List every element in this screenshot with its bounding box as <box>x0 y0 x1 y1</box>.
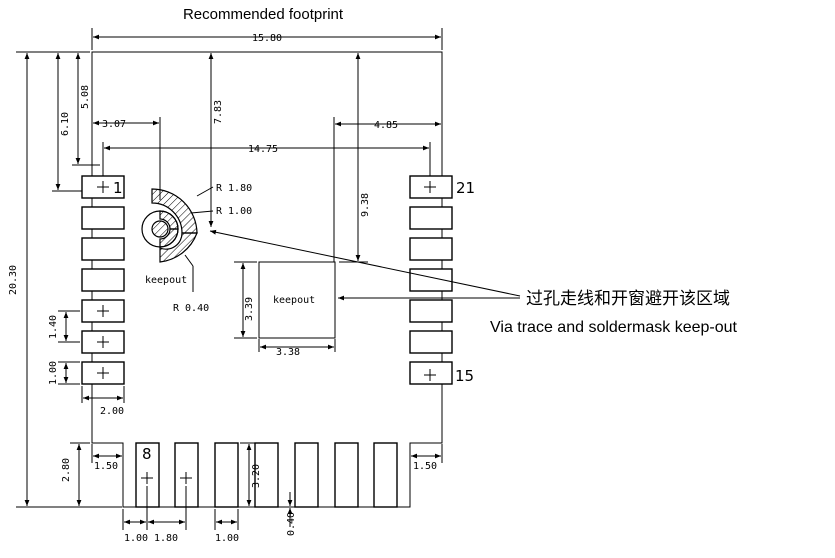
pad <box>81 237 125 261</box>
pad-cross <box>424 369 436 381</box>
pad-cross <box>97 181 109 193</box>
dim-pitch-140: 1.40 <box>48 310 80 343</box>
diagram-title: Recommended footprint <box>183 6 344 23</box>
dim-pad-320: 3.20 <box>240 442 262 506</box>
via-hole <box>151 220 169 238</box>
dim-top-610: 6.10 <box>52 53 86 192</box>
dim-top-938-label: 9.38 <box>360 193 371 217</box>
dim-pad-200: 2.00 <box>81 386 125 417</box>
callout-english: Via trace and soldermask keep-out <box>490 319 738 336</box>
dim-bottom-100b-label: 1.00 <box>215 533 239 544</box>
dim-top-783: 7.83 <box>208 53 224 227</box>
dim-pad-100: 1.00 <box>48 361 80 385</box>
pad-cross <box>97 367 109 379</box>
dim-left-307-label: 3.07 <box>102 119 126 130</box>
pad-cross <box>424 181 436 193</box>
dim-gap-040-label: 0.40 <box>286 512 297 536</box>
dim-top-508-label: 5.08 <box>80 85 91 109</box>
dim-top-610-label: 6.10 <box>60 112 71 136</box>
pin-8-label: 8 <box>142 445 152 463</box>
dim-top-508: 5.08 <box>72 53 100 166</box>
dim-bottom-100a-label: 1.00 <box>124 533 148 544</box>
dim-corner-left-label: 1.50 <box>94 461 118 472</box>
dim-top-783-label: 7.83 <box>213 100 224 124</box>
pad <box>409 237 453 261</box>
pad <box>373 442 398 508</box>
dim-pad-100-label: 1.00 <box>48 361 59 385</box>
dim-left-307: 3.07 <box>93 117 161 200</box>
dim-pitch-140-label: 1.40 <box>48 315 59 339</box>
dim-pad-span-label: 14.75 <box>248 144 278 155</box>
radius-callouts: R 1.80 R 1.00 R 0.40 <box>173 183 252 314</box>
pad-cross <box>180 472 192 484</box>
keepout-box: 3.39 3.38 <box>234 261 336 358</box>
pin-15-label: 15 <box>455 367 474 385</box>
pad <box>409 299 453 323</box>
pin-21-label: 21 <box>456 179 475 197</box>
dim-bottom-280-label: 2.80 <box>61 458 72 482</box>
pad <box>409 361 453 385</box>
pad-cross <box>97 336 109 348</box>
pad <box>334 442 359 508</box>
dim-bottom-280: 2.80 <box>61 442 90 506</box>
pad-cross <box>141 472 153 484</box>
keepout-left-label: keepout <box>145 275 187 286</box>
pad <box>409 206 453 230</box>
radius-180-label: R 1.80 <box>216 183 252 194</box>
radius-100-label: R 1.00 <box>216 206 252 217</box>
dim-pad-320-label: 3.20 <box>251 464 262 488</box>
pad <box>409 330 453 354</box>
pad <box>294 442 319 508</box>
dim-corner-left: 1.50 <box>91 444 124 472</box>
dim-width: 15.80 <box>91 28 443 50</box>
dim-gap-040: 0.40 <box>282 492 300 536</box>
left-pad-column <box>81 175 125 385</box>
pad-cross <box>97 305 109 317</box>
dim-top-938: 9.38 <box>339 53 371 263</box>
dim-height-label: 20.30 <box>8 265 19 295</box>
keepout-crescent <box>159 232 198 263</box>
pad <box>81 206 125 230</box>
callout-chinese: 过孔走线和开窗避开该区域 <box>526 289 730 309</box>
right-pad-column <box>409 175 453 385</box>
dim-pad-span: 14.75 <box>102 142 431 180</box>
dim-box-339-label: 3.39 <box>244 297 255 321</box>
dim-width-label: 15.80 <box>252 33 282 44</box>
dim-right-485: 4.85 <box>333 117 441 262</box>
radius-040-label: R 0.40 <box>173 303 209 314</box>
keepout-ring-fill <box>159 228 179 248</box>
dim-bottom-180-label: 1.80 <box>154 533 178 544</box>
pad <box>81 268 125 292</box>
dim-corner-right-label: 1.50 <box>413 461 437 472</box>
pad <box>254 442 279 508</box>
bottom-pad-row <box>135 442 398 508</box>
pad <box>214 442 239 508</box>
pad <box>409 268 453 292</box>
dim-bottom-row: 1.00 1.80 1.00 <box>122 486 239 544</box>
dim-corner-right: 1.50 <box>409 444 443 472</box>
keepout-box-label: keepout <box>273 295 315 306</box>
dim-height: 20.30 <box>8 51 122 508</box>
dim-right-485-label: 4.85 <box>374 120 398 131</box>
callout-leaders <box>209 229 521 301</box>
pin-1-label: 1 <box>113 179 123 197</box>
via-keepout <box>141 188 198 263</box>
dim-box-338-label: 3.38 <box>276 347 300 358</box>
dim-pad-200-label: 2.00 <box>100 406 124 417</box>
